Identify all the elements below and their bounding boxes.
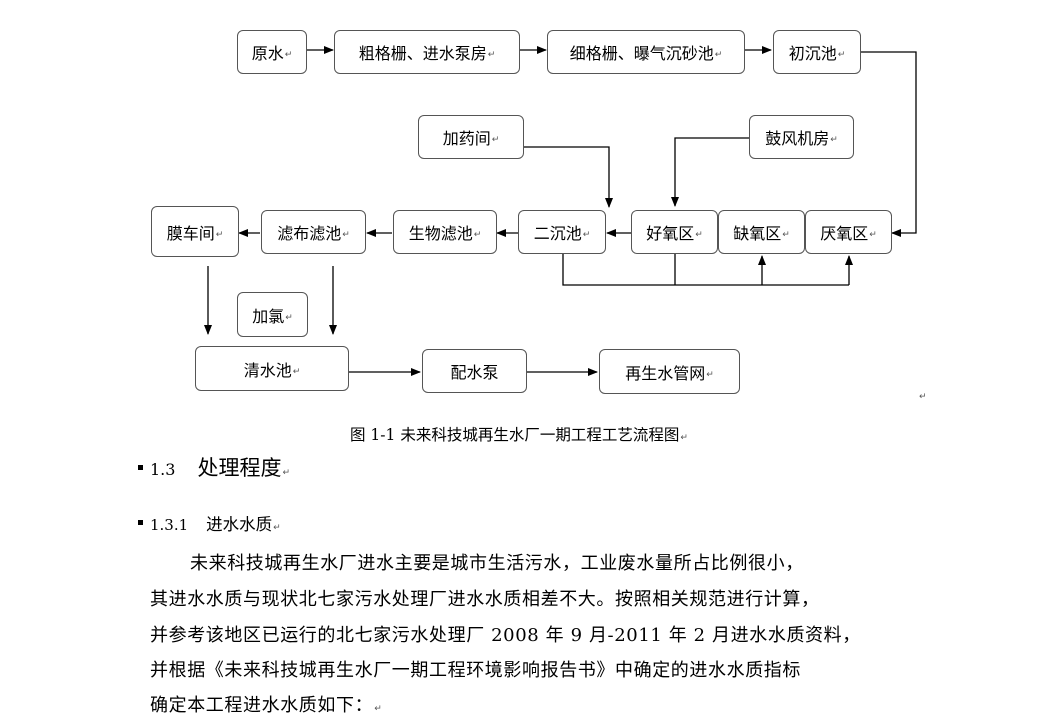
figure-caption-text: 图 1-1 未来科技城再生水厂一期工程工艺流程图: [350, 426, 680, 444]
node-fine-screen: 细格栅、曝气沉砂池↵: [547, 30, 745, 74]
paragraph-mark: ↵: [919, 392, 927, 402]
paragraph-mark: ↵: [284, 50, 293, 60]
paragraph-mark: ↵: [473, 230, 482, 240]
paragraph-line-last: 确定本工程进水水质如下：↵: [150, 691, 382, 717]
paragraph-mark: ↵: [680, 433, 688, 443]
node-label: 加氯: [252, 306, 285, 326]
section-heading: 1.3 处理程度↵: [138, 452, 290, 482]
node-clear-water-tank: 清水池↵: [195, 346, 349, 391]
node-label: 好氧区: [646, 224, 695, 243]
paragraph-mark: ↵: [695, 230, 703, 240]
subsection-number: 1.3.1: [150, 516, 189, 534]
node-label: 二沉池: [533, 224, 582, 243]
node-reclaimed-network: 再生水管网↵: [599, 349, 740, 394]
paragraph-line-text: 确定本工程进水水质如下：: [150, 695, 374, 716]
section-title: 处理程度: [197, 456, 282, 480]
node-label: 原水: [251, 44, 284, 63]
paragraph-line: 并参考该地区已运行的北七家污水处理厂 2008 年 9 月-2011 年 2 月…: [150, 625, 861, 646]
paragraph-mark: ↵: [869, 230, 877, 240]
paragraph-mark: ↵: [215, 229, 224, 240]
paragraph-mark: ↵: [830, 135, 838, 145]
paragraph-mark: ↵: [487, 50, 496, 60]
node-label: 鼓风机房: [765, 129, 830, 148]
return-line: [562, 254, 849, 286]
node-coarse-screen: 粗格栅、进水泵房↵: [334, 30, 520, 74]
node-blower-room: 鼓风机房↵: [749, 115, 854, 159]
node-raw-water: 原水↵: [237, 30, 307, 74]
node-label: 缺氧区: [733, 224, 782, 243]
node-bio-filter: 生物滤池↵: [393, 210, 497, 254]
subsection-title: 进水水质: [206, 515, 273, 534]
node-primary-clarifier: 初沉池↵: [773, 30, 861, 74]
arrow-dosing-to-secondary: [524, 146, 613, 208]
paragraph-mark: ↵: [292, 366, 301, 377]
arrow-primary-to-anaerobic: [861, 51, 917, 237]
subsection-heading: 1.3.1 进水水质↵: [138, 511, 281, 535]
node-label: 粗格栅、进水泵房: [358, 44, 487, 63]
paragraph-mark: ↵: [491, 135, 500, 145]
paragraph-mark: ↵: [782, 230, 790, 240]
paragraph-mark: ↵: [714, 50, 723, 60]
node-label: 配水泵: [450, 363, 499, 382]
node-chlorination: 加氯↵: [237, 292, 308, 337]
paragraph-mark: ↵: [285, 312, 293, 323]
paragraph-mark: ↵: [582, 230, 591, 240]
paragraph-mark: ↵: [837, 50, 846, 60]
paragraph-mark: ↵: [342, 230, 350, 240]
section-number: 1.3: [150, 460, 176, 479]
node-cloth-filter: 滤布滤池↵: [261, 210, 366, 254]
node-label: 滤布滤池: [277, 224, 342, 243]
node-label: 清水池: [243, 360, 292, 380]
node-dosing-room: 加药间↵: [418, 115, 524, 159]
node-label: 膜车间: [166, 223, 215, 243]
paragraph-line: 其进水水质与现状北七家污水处理厂进水水质相差不大。按照相关规范进行计算，: [150, 589, 820, 610]
arrow-blower-to-aerobic: [671, 137, 749, 207]
node-label: 生物滤池: [408, 224, 473, 243]
paragraph-mark: ↵: [706, 369, 714, 380]
node-label: 加药间: [442, 129, 491, 148]
node-label: 初沉池: [788, 44, 837, 63]
node-membrane-room: 膜车间↵: [151, 206, 239, 257]
node-anoxic-zone: 缺氧区↵: [718, 210, 805, 254]
node-aerobic-zone: 好氧区↵: [631, 210, 718, 254]
node-secondary-clarifier: 二沉池↵: [518, 210, 606, 254]
node-distribution-pump: 配水泵: [422, 349, 527, 393]
paragraph-line: 未来科技城再生水厂进水主要是城市生活污水，工业废水量所占比例很小，: [190, 553, 804, 574]
node-anaerobic-zone: 厌氧区↵: [805, 210, 892, 254]
paragraph-mark: ↵: [374, 704, 383, 714]
heading-bullet: [138, 520, 143, 525]
heading-bullet: [138, 465, 143, 470]
node-label: 厌氧区: [820, 224, 869, 243]
paragraph-mark: ↵: [273, 523, 281, 533]
node-label: 细格栅、曝气沉砂池: [569, 44, 714, 63]
paragraph-mark: ↵: [282, 468, 290, 478]
figure-caption: 图 1-1 未来科技城再生水厂一期工程工艺流程图↵: [350, 423, 688, 445]
paragraph-line: 并根据《未来科技城再生水厂一期工程环境影响报告书》中确定的进水水质指标: [150, 660, 801, 681]
node-label: 再生水管网: [625, 363, 706, 383]
